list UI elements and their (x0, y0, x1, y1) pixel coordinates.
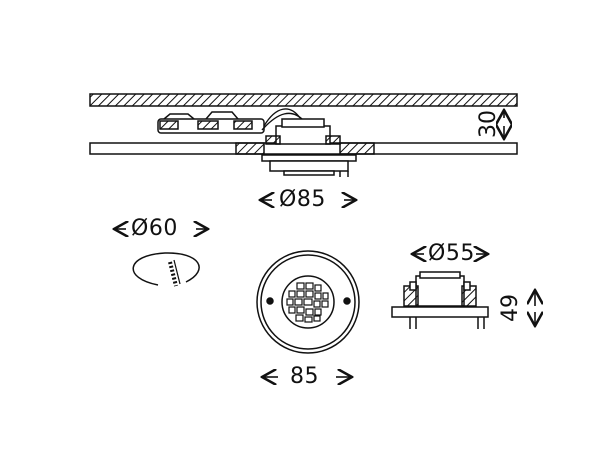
side-diameter-label: Ø85 (279, 187, 326, 212)
module-body (415, 275, 465, 307)
module-view (391, 254, 535, 329)
front-view (256, 250, 360, 377)
ceiling-gap-label: 30 (476, 110, 501, 138)
cutout-diameter-label: Ø60 (131, 216, 178, 241)
front-outer-ring (256, 250, 360, 354)
front-inner-ring (281, 275, 335, 329)
led-cluster-icon (286, 282, 329, 323)
module-flange (391, 306, 489, 318)
lamp-module-side (261, 118, 357, 177)
module-height-label: 49 (498, 294, 523, 322)
module-diameter-label: Ø55 (428, 241, 475, 266)
cutout-circle (132, 252, 200, 286)
side-view (89, 93, 518, 200)
ceiling-slab (89, 93, 518, 107)
cutout-view (114, 229, 208, 287)
front-diameter-label: 85 (290, 364, 319, 389)
screw-left-icon (266, 297, 274, 305)
screw-right-icon (343, 297, 351, 305)
driver-unit (157, 111, 265, 134)
